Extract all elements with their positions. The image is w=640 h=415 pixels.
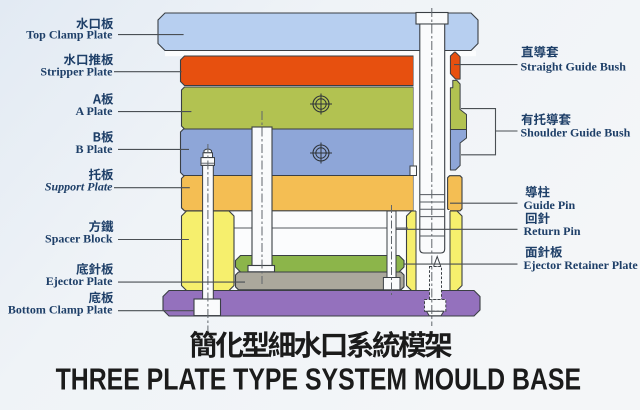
svg-text:Ejector Plate: Ejector Plate bbox=[46, 274, 113, 288]
svg-text:Return Pin: Return Pin bbox=[524, 224, 581, 238]
svg-text:A Plate: A Plate bbox=[76, 104, 114, 118]
svg-text:Ejector Retainer Plate: Ejector Retainer Plate bbox=[524, 258, 639, 272]
svg-text:Top Clamp Plate: Top Clamp Plate bbox=[26, 27, 113, 41]
svg-text:Support Plate: Support Plate bbox=[45, 180, 113, 194]
svg-text:Bottom Clamp Plate: Bottom Clamp Plate bbox=[8, 303, 113, 317]
svg-text:Straight Guide Bush: Straight Guide Bush bbox=[521, 59, 627, 73]
svg-text:B Plate: B Plate bbox=[76, 142, 114, 156]
svg-text:THREE PLATE TYPE SYSTEM MOULD: THREE PLATE TYPE SYSTEM MOULD BASE bbox=[56, 362, 581, 396]
svg-text:Guide Pin: Guide Pin bbox=[524, 198, 576, 212]
svg-text:Spacer Block: Spacer Block bbox=[45, 231, 113, 245]
svg-text:Shoulder Guide Bush: Shoulder Guide Bush bbox=[521, 125, 631, 139]
svg-text:Stripper Plate: Stripper Plate bbox=[40, 64, 113, 78]
